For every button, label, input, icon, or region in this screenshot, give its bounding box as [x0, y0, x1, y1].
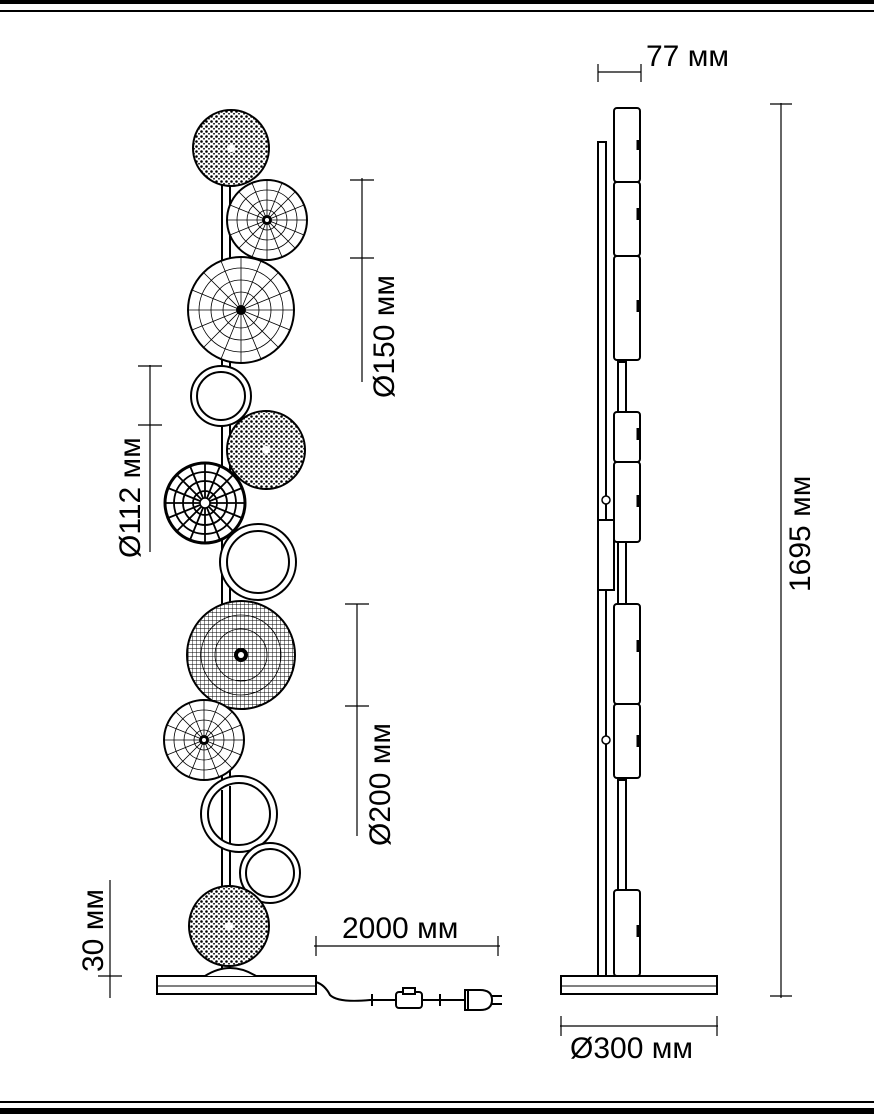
dim-line-77 — [597, 64, 642, 82]
dim-line-30 — [98, 880, 122, 998]
base — [156, 967, 317, 995]
label-base-diameter: Ø300 мм — [570, 1032, 693, 1065]
label-depth: 77 мм — [646, 40, 729, 73]
ring-2 — [219, 523, 297, 601]
ring-4 — [239, 842, 301, 904]
side-dimensions — [560, 64, 792, 1036]
side-shades — [601, 107, 641, 977]
dim-line-112 — [138, 365, 162, 552]
dim-line-300 — [560, 1016, 718, 1036]
shade-6 — [186, 600, 296, 710]
shade-7 — [163, 699, 245, 781]
label-shade-112: Ø112 мм — [114, 437, 147, 558]
label-shade-200: Ø200 мм — [364, 723, 397, 846]
dimension-labels: Ø150 мм Ø112 мм Ø200 мм 30 мм 2000 мм 77… — [77, 40, 817, 1065]
ring-3 — [200, 775, 278, 853]
label-total-height: 1695 мм — [784, 476, 817, 592]
front-view — [156, 109, 502, 1011]
shade-8 — [188, 885, 270, 967]
dim-line-150 — [350, 178, 374, 382]
label-shade-150: Ø150 мм — [368, 275, 401, 398]
cable — [315, 981, 502, 1011]
side-view — [560, 107, 718, 995]
shade-1 — [192, 109, 270, 187]
front-dimensions — [98, 178, 500, 998]
shade-2 — [226, 179, 308, 261]
side-stem — [597, 141, 615, 977]
shade-4 — [226, 410, 306, 490]
ring-1 — [190, 365, 252, 427]
label-base-height: 30 мм — [77, 889, 110, 972]
shade-5 — [163, 461, 247, 545]
dim-line-200 — [345, 603, 369, 836]
dim-line-2000 — [314, 936, 500, 956]
side-base — [560, 975, 718, 995]
label-cable-length: 2000 мм — [342, 912, 458, 945]
shade-3 — [187, 256, 295, 364]
dim-line-1695 — [770, 103, 792, 998]
